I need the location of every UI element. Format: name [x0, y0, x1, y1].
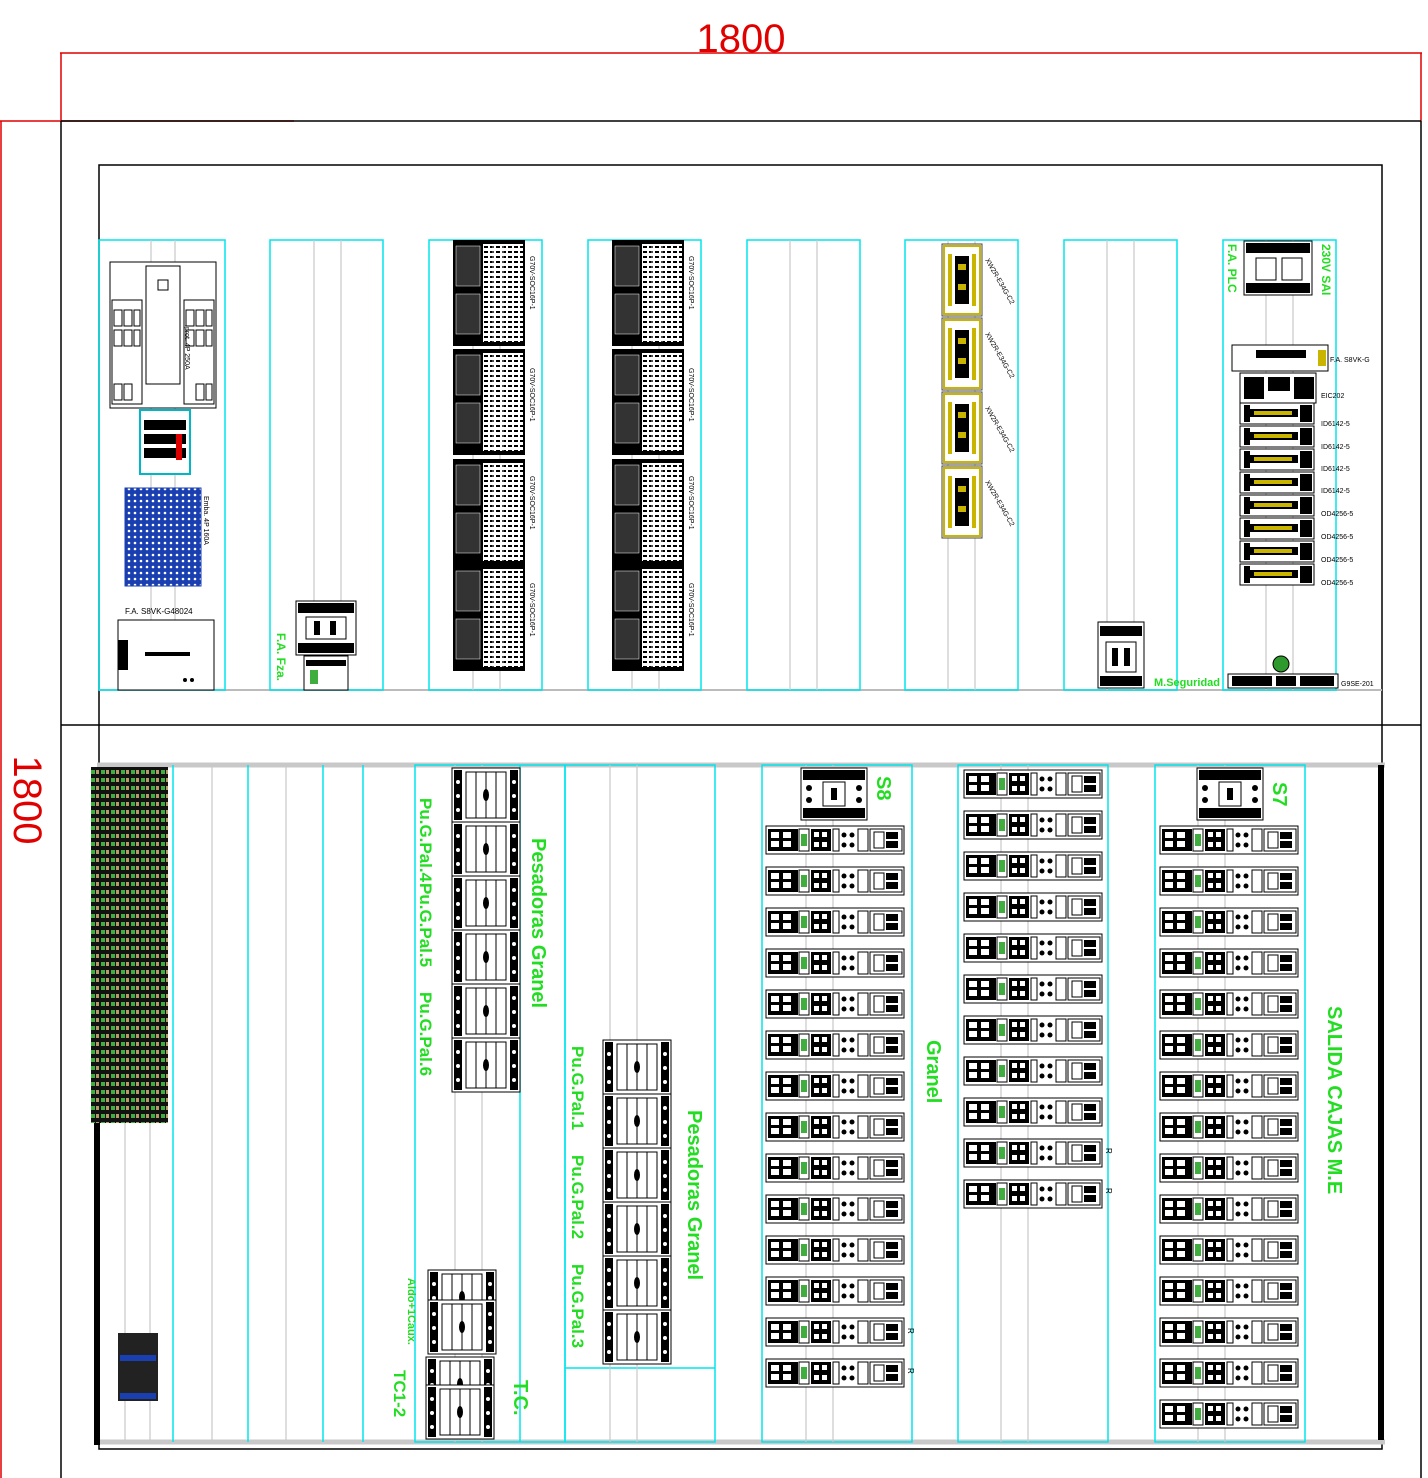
xw2r-label: XW2R-E34G-C2: [983, 406, 1015, 454]
fa-plc-label: F.A. PLC: [1225, 244, 1239, 293]
plc-io-label: ID6142-5: [1321, 421, 1350, 428]
soc16-label: G70V-SOC16P-1: [687, 256, 694, 310]
xw2r-label: XW2R-E34G-C2: [983, 480, 1015, 528]
plc-io-label: OD4256-5: [1321, 580, 1353, 587]
r-label: R: [906, 1368, 915, 1374]
soc16-label: G70V-SOC16P-1: [528, 583, 535, 637]
col7-contactor: [1097, 621, 1145, 689]
psu-fza: [295, 600, 357, 691]
pes-granel-1-label: Pu.G.Pal.4: [416, 798, 435, 883]
plc-cpu: [1239, 372, 1317, 404]
r-label: R: [906, 1328, 915, 1334]
pes-granel-2-label: Pu.G.Pal.2: [568, 1155, 587, 1239]
s7-column: [1159, 767, 1299, 1429]
soc16-label: G70V-SOC16P-1: [687, 476, 694, 530]
sai-breakers: [1243, 240, 1313, 296]
pes-granel-1-label: Pu.G.Pal.5: [416, 883, 435, 967]
plc-io-modules: [1239, 402, 1315, 586]
plc-psu-label: F.A. S8VK-G: [1330, 357, 1370, 364]
r-label: R: [1104, 1148, 1113, 1154]
tc-blocks: [425, 1269, 497, 1440]
psu-fza-label: F.A. Fza.: [274, 633, 288, 681]
granel-label: Granel: [922, 1040, 944, 1103]
granel-column: [963, 769, 1103, 1209]
terminal-label: Emba. 4P 160A: [202, 496, 209, 545]
tc-sub2: Aldo+1Caux.: [405, 1278, 417, 1345]
pes-granel-1-label: Pu.G.Pal.6: [416, 992, 435, 1076]
s8-label: S8: [872, 776, 894, 800]
s8-column: [765, 767, 905, 1388]
pes-granel-2-label: Pu.G.Pal.1: [568, 1046, 587, 1130]
status-lamp-icon: [1272, 655, 1290, 673]
safety-label: M.Seguridad: [1154, 677, 1220, 689]
soc16-label: G70V-SOC16P-1: [528, 256, 535, 310]
soc16-modules-col3: [452, 239, 526, 672]
width-dimension-label: 1800: [697, 17, 786, 61]
soc16-label: G70V-SOC16P-1: [687, 368, 694, 422]
pes-granel-2-label: Pu.G.Pal.3: [568, 1264, 587, 1348]
fuse-block: [139, 409, 191, 475]
sai-label: 230V SAI: [1319, 244, 1333, 295]
plc-cpu-label: EIC202: [1321, 393, 1344, 400]
s7-label: S7: [1268, 782, 1290, 806]
pesadoras-granel-1-blocks: [451, 767, 521, 1093]
power-supply-main: [117, 619, 215, 691]
xw2r-label: XW2R-E34G-C2: [983, 332, 1015, 380]
pes-granel-2-title: Pesadoras Granel: [683, 1110, 705, 1280]
tc-title: T.C.: [509, 1380, 531, 1416]
tc-sub1: TC1-2: [390, 1370, 409, 1417]
xw2r-label: XW2R-E34G-C2: [983, 258, 1015, 306]
pesadoras-granel-2-blocks: [602, 1039, 672, 1365]
soc16-label: G70V-SOC16P-1: [528, 368, 535, 422]
soc16-label: G70V-SOC16P-1: [528, 476, 535, 530]
terminal-block-embarrado: [124, 487, 202, 587]
terminal-strip: [91, 767, 168, 1401]
plc-io-label: OD4256-5: [1321, 511, 1353, 518]
main-breaker-label: Iprot. 4P 250A: [183, 325, 190, 370]
psu-label-main: F.A. S8VK-G48024: [125, 607, 193, 616]
main-breaker: [109, 261, 217, 409]
safety-relay: [1227, 673, 1339, 689]
pes-granel-1-title: Pesadoras Granel: [527, 838, 549, 1008]
soc16-modules-col4: [611, 239, 685, 672]
salida-cajas-label: SALIDA CAJAS M.E: [1323, 1006, 1345, 1194]
plc-power-supply: [1231, 344, 1329, 372]
plc-io-label: OD4256-5: [1321, 557, 1353, 564]
plc-io-label: ID6142-5: [1321, 444, 1350, 451]
top-panel: [98, 239, 1382, 691]
soc16-label: G70V-SOC16P-1: [687, 583, 694, 637]
plc-io-label: OD4256-5: [1321, 534, 1353, 541]
safety-relay-label: G9SE-201: [1341, 681, 1374, 688]
plc-io-label: ID6142-5: [1321, 488, 1350, 495]
r-label: R: [1104, 1188, 1113, 1194]
height-dimension-label: 1800: [5, 756, 49, 845]
plc-io-label: ID6142-5: [1321, 466, 1350, 473]
